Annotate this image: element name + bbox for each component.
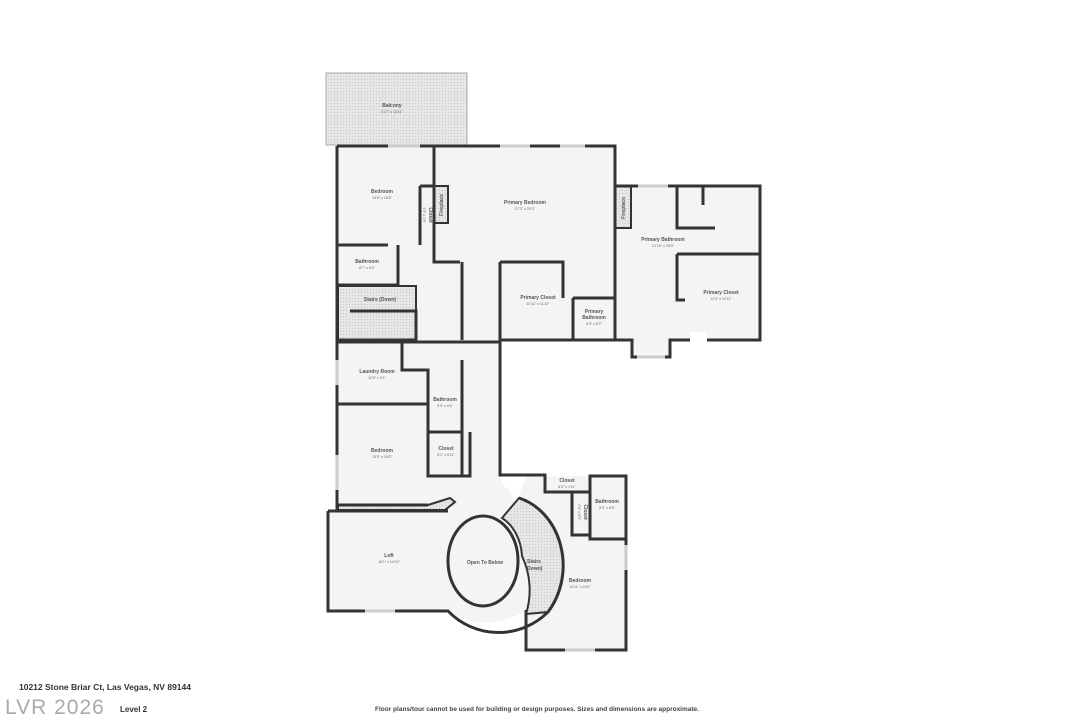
bedroom-3-dims: 14'11" x 24'0" [569,585,591,589]
bedroom-1-label: Bedroom [371,189,394,195]
balcony-label: Balcony [382,103,402,109]
closet-2-dims: 6'1" x 5'11" [437,453,455,457]
balcony [325,72,468,146]
bedroom-1-dims: 14'6" x 16'6" [372,196,392,200]
closet-1-label: Closet [427,207,433,223]
room-labels: Balcony 21'7" x 10'11" Bedroom 14'6" x 1… [355,103,739,589]
bedroom-2-dims: 13'5" x 15'0" [372,455,392,459]
fireplace-1-label: Fireplace [439,194,445,216]
level-label: Level 2 [120,705,148,714]
primary-bathroom-small-label-2: Bathroom [582,315,606,321]
primary-bathroom-label: Primary Bathroom [641,237,685,243]
bedroom-3-label: Bedroom [569,578,592,584]
bathroom-2-label: Bathroom [433,397,457,403]
primary-closet-1-label: Primary Closet [520,295,556,301]
fireplace-2-label: Fireplace [621,197,627,219]
closet-3-dims: 6'0" x 1'11" [558,485,576,489]
closet-1-dims: 1'0" x 4'9" [422,207,426,223]
bedroom-2-label: Bedroom [371,448,394,454]
bathroom-1-label: Bathroom [355,259,379,265]
disclaimer: Floor plans/tour cannot be used for buil… [375,706,699,713]
primary-closet-2-dims: 12'3" x 12'11" [710,297,732,301]
closet-2-label: Closet [438,446,454,452]
closet-3-label: Closet [559,478,575,484]
primary-bedroom-dims: 27'2" x 20'3" [515,207,535,211]
laundry-label: Laundry Room [359,369,395,375]
open-to-below-label: Open To Below [467,560,503,566]
stairs-down-upper [337,285,417,341]
primary-bathroom-small-label: Primary [585,309,604,315]
stairs-2-label: Stairs [527,559,541,565]
property-address: 10212 Stone Briar Ct, Las Vegas, NV 8914… [19,682,191,692]
laundry-dims: 12'5" x 9'1" [368,376,386,380]
loft-dims: 18'1" x 14'10" [378,560,400,564]
primary-bathroom-dims: 21'10" x 25'9" [652,244,674,248]
primary-closet-2-label: Primary Closet [703,290,739,296]
bathroom-3-dims: 5'3" x 8'6" [599,506,615,510]
walls [326,144,762,652]
loft-label: Loft [384,553,394,559]
watermark: LVR 2026 [5,696,105,719]
bathroom-2-dims: 5'0" x 9'4" [437,404,453,408]
primary-closet-1-dims: 10'11" x 11'10" [526,302,550,306]
bathroom-1-dims: 8'7" x 6'0" [359,266,375,270]
closet-4-label: Closet [582,504,588,520]
balcony-dims: 21'7" x 10'11" [381,110,403,114]
stairs-1-label: Stairs (Down) [364,297,397,303]
primary-bedroom-label: Primary Bedroom [504,200,547,206]
windows [335,144,668,652]
bathroom-3-label: Bathroom [595,499,619,505]
closet-4-dims: 2'0" x 6'3" [577,504,581,520]
primary-bathroom-small-dims: 5'9" x 6'2" [586,322,602,326]
stairs-2-label-2: (Down) [526,566,543,572]
